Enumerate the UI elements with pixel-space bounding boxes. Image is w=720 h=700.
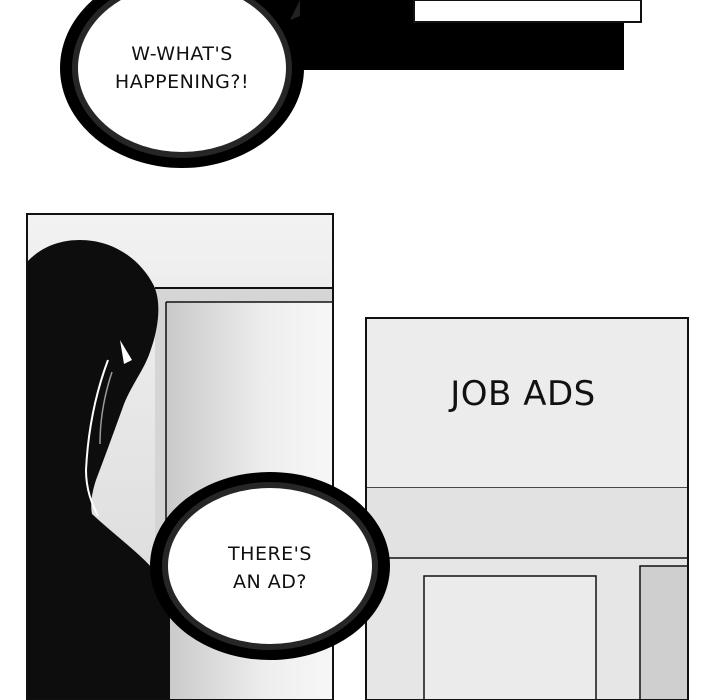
speech-bubble-1-text: W-WHAT'S HAPPENING?! — [114, 43, 250, 93]
top-panel-detail — [290, 0, 300, 20]
top-panel — [262, 0, 642, 70]
job-ads-sign-board — [366, 318, 688, 488]
speech-bubble-2 — [150, 472, 390, 660]
noticeboard-left — [423, 575, 597, 700]
right-panel-border — [365, 317, 689, 700]
right-panel — [365, 317, 689, 700]
top-panel-inner-frame — [413, 0, 642, 23]
speech-bubble-2-text: THERE'S AN AD? — [228, 543, 312, 593]
speech-bubble-1 — [60, 0, 304, 168]
job-ads-sign-text: JOB ADS — [450, 374, 596, 414]
man-silhouette — [27, 240, 170, 700]
noticeboard-right — [639, 565, 689, 700]
left-panel-border — [26, 213, 334, 700]
